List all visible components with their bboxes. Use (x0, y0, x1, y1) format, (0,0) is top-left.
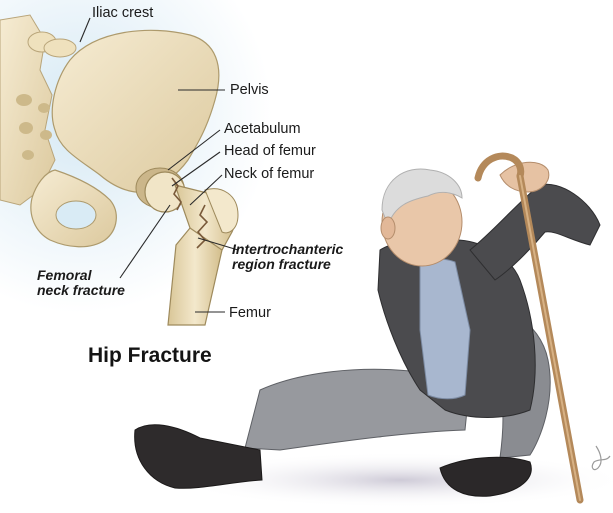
femoral-neck-line-2: neck fracture (37, 282, 125, 298)
intertrochanteric-line-2: region fracture (232, 256, 331, 272)
label-neck-of-femur: Neck of femur (224, 167, 314, 182)
label-femoral-neck-fracture: Femoral neck fracture (37, 268, 125, 297)
label-intertrochanteric-fracture: Intertrochanteric region fracture (232, 242, 343, 271)
intertrochanteric-line-1: Intertrochanteric (232, 241, 343, 257)
obturator-foramen (56, 201, 96, 229)
label-acetabulum: Acetabulum (224, 122, 301, 137)
label-iliac-crest: Iliac crest (92, 6, 153, 21)
diagram-title: Hip Fracture (88, 344, 212, 368)
femoral-neck-line-1: Femoral (37, 267, 91, 283)
label-femur: Femur (229, 306, 271, 321)
label-head-of-femur: Head of femur (224, 144, 316, 159)
label-pelvis: Pelvis (230, 83, 269, 98)
